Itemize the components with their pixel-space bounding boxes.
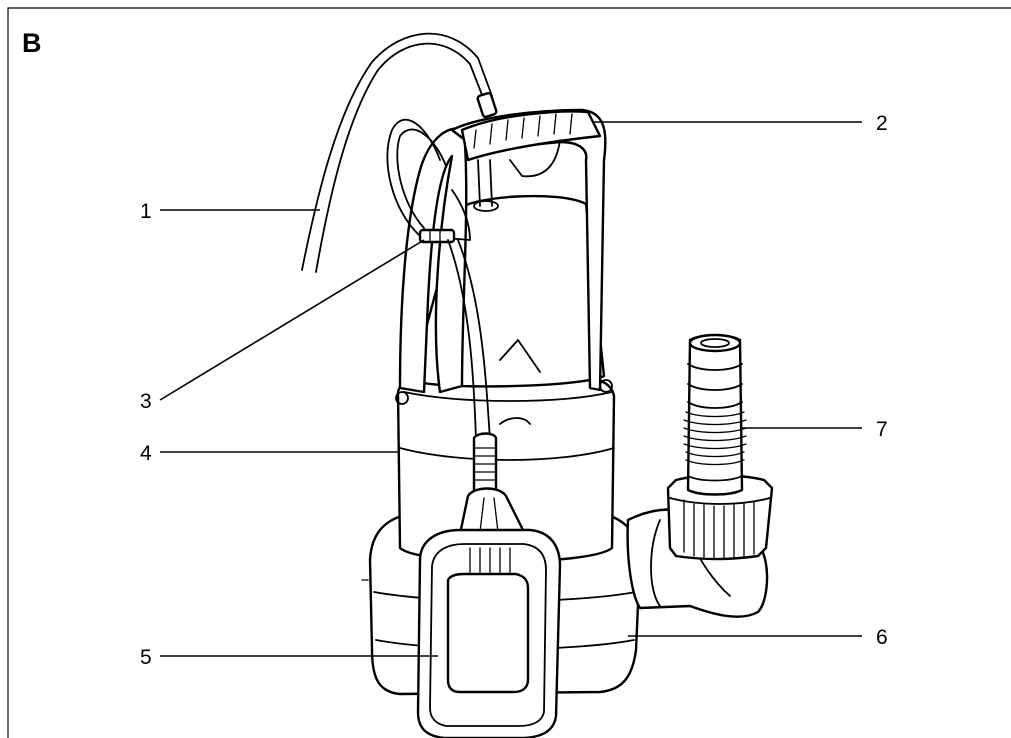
svg-text:5: 5 [140, 646, 152, 669]
pump-illustration [301, 32, 774, 738]
float-switch [416, 487, 562, 738]
power-cable [301, 32, 498, 273]
hose-connector [683, 333, 747, 496]
callout-1: 1 [140, 200, 320, 223]
float-cable [447, 239, 498, 497]
callout-2: 2 [592, 112, 888, 135]
svg-text:2: 2 [876, 112, 888, 135]
panel-letter: B [22, 28, 42, 58]
svg-text:6: 6 [876, 626, 888, 649]
frame-border [7, 7, 1011, 738]
callout-5: 5 [140, 646, 438, 669]
svg-text:4: 4 [140, 442, 152, 465]
svg-text:1: 1 [140, 200, 152, 223]
svg-text:3: 3 [140, 390, 152, 413]
callout-6: 6 [628, 626, 888, 649]
float-cable-holder [386, 118, 471, 244]
callout-7: 7 [742, 418, 888, 441]
callout-4: 4 [140, 442, 400, 465]
svg-text:7: 7 [876, 418, 888, 441]
callout-3: 3 [140, 239, 425, 413]
